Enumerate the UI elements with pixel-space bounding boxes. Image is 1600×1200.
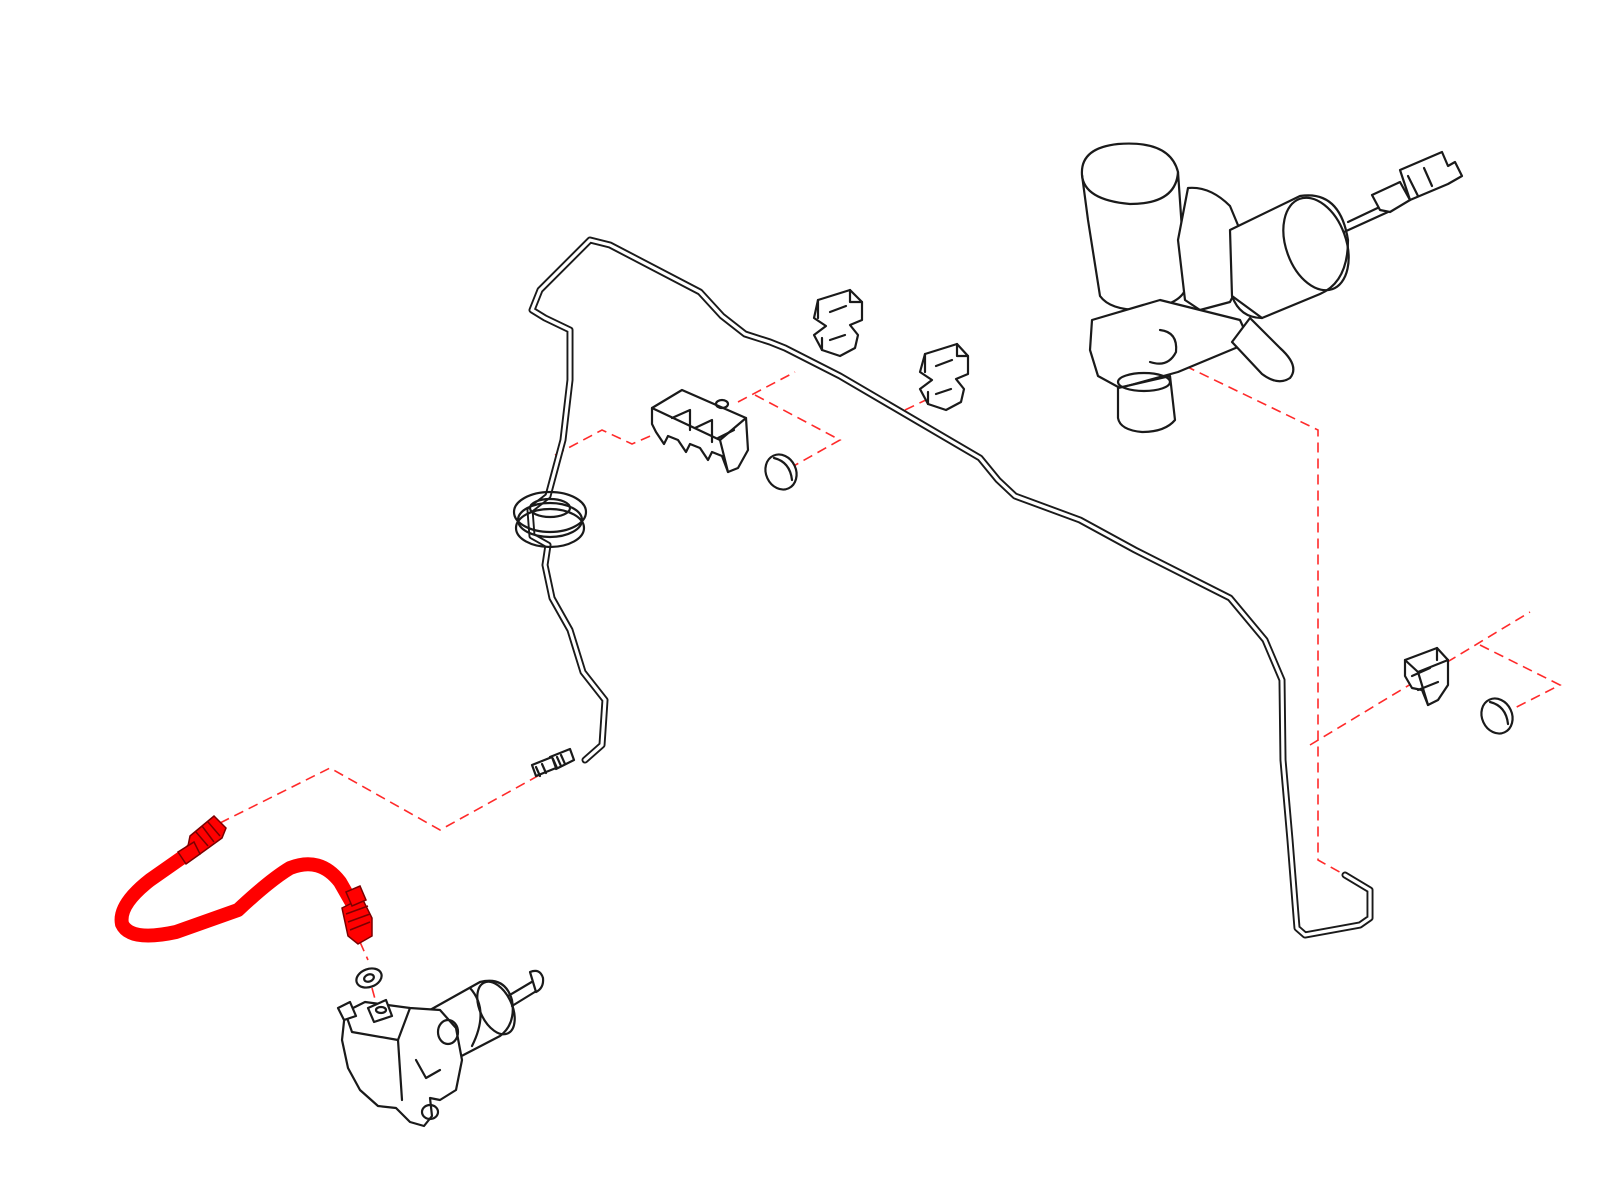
clutch-hose (114, 814, 373, 945)
pipe-clip-triple (650, 388, 750, 474)
pipe-clip-upper (812, 288, 864, 358)
leader-hose-to-pipe (219, 767, 546, 831)
pipe-end-fitting (530, 747, 576, 778)
leader-hose-to-washer (359, 941, 369, 961)
leader-upper-clip (737, 371, 796, 403)
operating-cylinder (336, 969, 545, 1128)
grommet-right (1480, 697, 1514, 735)
hose-lower-fitting (341, 885, 373, 945)
leader-left-grommet (754, 394, 842, 469)
pipe-coil (512, 490, 588, 549)
washer (355, 967, 383, 989)
pipe-clip-right (1403, 646, 1450, 707)
clutch-pipe (512, 236, 1374, 939)
pipe-clip-middle (918, 342, 970, 412)
leader-left-triple-clip (554, 429, 656, 456)
clutch-master-cylinder (1080, 142, 1464, 434)
hose-upper-fitting (176, 814, 227, 866)
grommet-left (764, 453, 798, 491)
leader-master-to-pipe (1141, 344, 1346, 876)
leader-lines (219, 344, 1562, 1011)
leader-right-grommet (1479, 644, 1562, 719)
